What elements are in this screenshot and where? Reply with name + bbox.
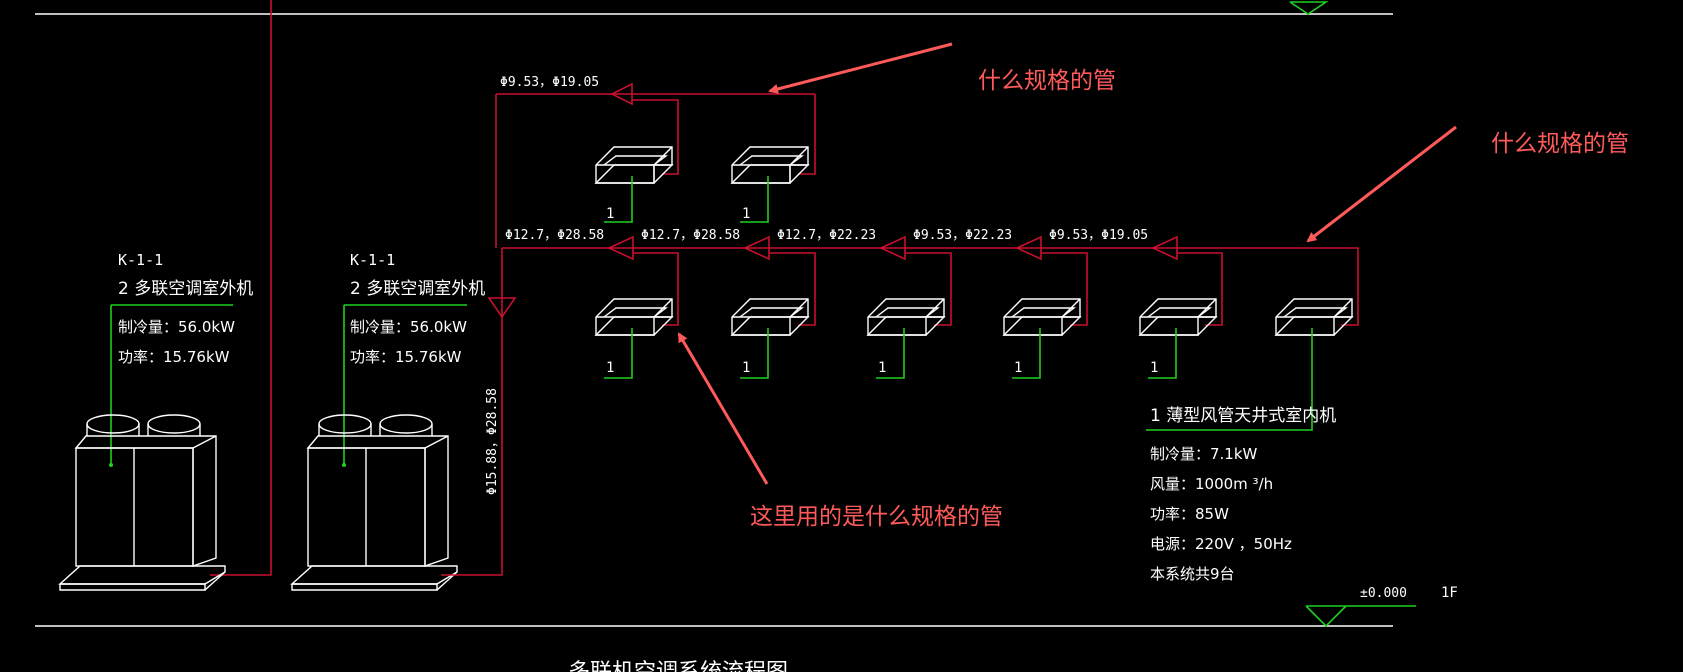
outdoor-unit-2-cooling: 制冷量：56.0kW	[350, 318, 467, 336]
indoor-unit-specs: 1 薄型风管天井式室内机 制冷量：7.1kW 风量：1000m ³/h 功率：8…	[1150, 406, 1336, 583]
indoor-unit-lower-6	[1146, 298, 1354, 431]
indoor-unit-lower-1-qty: 1	[606, 360, 614, 376]
indoor-unit-count: 本系统共9台	[1150, 565, 1235, 583]
indoor-unit-lower-3: 1	[866, 298, 946, 379]
indoor-unit-label: 1 薄型风管天井式室内机	[1150, 406, 1336, 426]
indoor-unit-upper-2: 1	[730, 146, 810, 223]
level-floor: 1F	[1441, 585, 1458, 601]
indoor-unit-lower-2: 1	[730, 298, 810, 379]
outdoor-unit-1-power: 功率：15.76kW	[118, 348, 230, 366]
annotation-3-text: 这里用的是什么规格的管	[750, 504, 1003, 530]
annotation-2: 什么规格的管	[1306, 125, 1629, 243]
indoor-unit-lower-4-qty: 1	[1014, 360, 1022, 376]
indoor-unit-supply: 电源：220V ，50Hz	[1150, 535, 1292, 553]
indoor-unit-cooling: 制冷量：7.1kW	[1150, 445, 1258, 463]
outdoor-unit-1-label: 2 多联空调室外机	[118, 279, 253, 299]
diagram-title: 多联机空调系统流程图	[568, 660, 788, 672]
indoor-unit-lower-5: 1	[1138, 298, 1218, 379]
outdoor-unit-1: K-1-1 2 多联空调室外机 制冷量：56.0kW 功率：15.76kW	[58, 251, 253, 591]
lower-branch-size-3: Φ12.7，Φ22.23	[777, 228, 876, 243]
main-riser-size: Φ15.88，Φ28.58	[485, 388, 500, 495]
indoor-unit-lower-4: 1	[1002, 298, 1082, 379]
outdoor-unit-1-tag: K-1-1	[118, 251, 163, 269]
upper-branch-size: Φ9.53，Φ19.05	[500, 75, 599, 90]
indoor-unit-lower-1: 1	[594, 298, 674, 379]
indoor-unit-upper-2-qty: 1	[742, 206, 750, 222]
indoor-unit-airflow: 风量：1000m ³/h	[1150, 475, 1273, 493]
indoor-unit-lower-3-qty: 1	[878, 360, 886, 376]
outdoor-unit-1-cooling: 制冷量：56.0kW	[118, 318, 235, 336]
indoor-unit-lower-5-qty: 1	[1150, 360, 1158, 376]
lower-branch-size-4: Φ9.53，Φ22.23	[913, 228, 1012, 243]
indoor-unit-power: 功率：85W	[1150, 505, 1229, 523]
annotation-1: 什么规格的管	[768, 42, 1116, 94]
annotation-3: 这里用的是什么规格的管	[677, 332, 1003, 530]
outdoor-unit-2-power: 功率：15.76kW	[350, 348, 462, 366]
indoor-unit-upper-1-qty: 1	[606, 206, 614, 222]
annotation-1-text: 什么规格的管	[978, 68, 1116, 94]
outdoor-unit-2-tag: K-1-1	[350, 251, 395, 269]
annotation-2-text: 什么规格的管	[1491, 131, 1629, 157]
lower-branch-size-2: Φ12.7，Φ28.58	[641, 228, 740, 243]
pipe-left-unit-1	[210, 0, 272, 576]
indoor-unit-lower-2-qty: 1	[742, 360, 750, 376]
indoor-unit-upper-1: 1	[594, 146, 674, 223]
level-marker-1f: ±0.000 1F	[1305, 585, 1458, 628]
upper-level-marker	[1289, 1, 1329, 15]
upper-branch-pipe: Φ9.53，Φ19.05	[496, 75, 816, 175]
level-elevation: ±0.000	[1360, 586, 1407, 601]
lower-branch-pipe: Φ12.7，Φ28.58 Φ12.7，Φ28.58 Φ12.7，Φ22.23 Φ…	[502, 228, 1359, 326]
lower-branch-size-1: Φ12.7，Φ28.58	[505, 228, 604, 243]
lower-branch-size-5: Φ9.53，Φ19.05	[1049, 228, 1148, 243]
outdoor-unit-2: K-1-1 2 多联空调室外机 制冷量：56.0kW 功率：15.76kW	[290, 251, 485, 591]
outdoor-unit-2-label: 2 多联空调室外机	[350, 279, 485, 299]
main-riser-pipe: Φ15.88，Φ28.58	[441, 94, 517, 576]
